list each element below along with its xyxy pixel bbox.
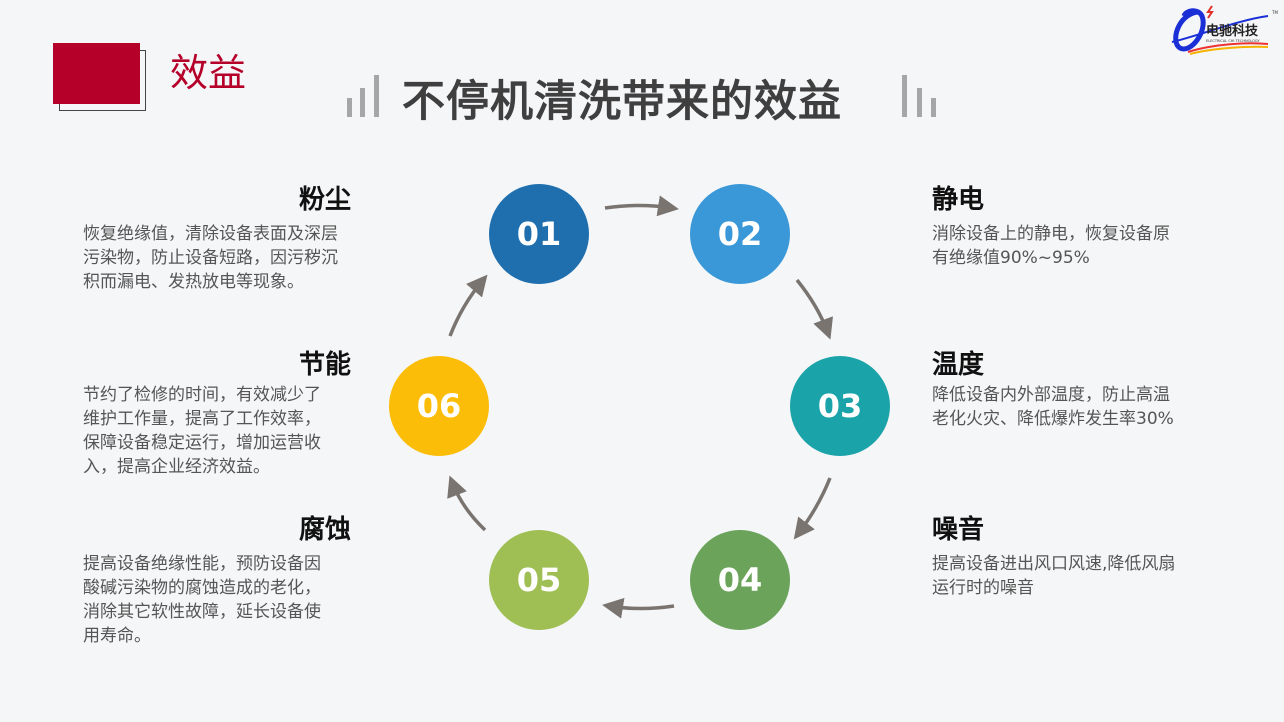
body-line: 运行时的噪音 — [932, 578, 1034, 598]
body-line: 降低设备内外部温度，防止高温 — [932, 385, 1170, 405]
body-line: 用寿命。 — [83, 626, 151, 646]
svg-text:电驰科技: 电驰科技 — [1206, 23, 1259, 39]
arrow-01-02 — [604, 195, 679, 217]
title-bar-decor — [374, 75, 379, 117]
title-bar-decor — [902, 75, 907, 117]
step-05-title: 腐蚀 — [298, 515, 351, 545]
step-03-title: 温度 — [932, 350, 985, 380]
step-02-circle: 02 — [690, 184, 790, 284]
section-label: 效益 — [170, 51, 247, 95]
body-line: 酸碱污染物的腐蚀造成的老化， — [83, 578, 321, 598]
arrow-05-06 — [447, 475, 487, 532]
arrow-03-04 — [793, 477, 832, 540]
step-01-title: 粉尘 — [298, 185, 351, 215]
step-01-body: 恢复绝缘值，清除设备表面及深层 污染物，防止设备短路，因污秽沉 积而漏电、发热放… — [83, 222, 363, 294]
step-04-body: 提高设备进出风口风速,降低风扇 运行时的噪音 — [932, 552, 1212, 600]
body-line: 消除设备上的静电，恢复设备原 — [932, 224, 1170, 244]
body-line: 污染物，防止设备短路，因污秽沉 — [83, 248, 338, 268]
body-line: 入，提高企业经济效益。 — [83, 457, 270, 477]
step-06-title: 节能 — [298, 350, 351, 380]
step-03-body: 降低设备内外部温度，防止高温 老化火灾、降低爆炸发生率30% — [932, 383, 1212, 431]
step-01-circle: 01 — [489, 184, 589, 284]
body-line: 节约了检修的时间，有效减少了 — [83, 385, 321, 405]
body-line: 恢复绝缘值，清除设备表面及深层 — [83, 224, 338, 244]
step-03-circle: 03 — [790, 356, 890, 456]
title-bar-decor — [917, 88, 922, 117]
body-line: 保障设备稳定运行，增加运营收 — [83, 433, 321, 453]
step-04-circle: 04 — [690, 530, 790, 630]
step-06-body: 节约了检修的时间，有效减少了 维护工作量，提高了工作效率， 保障设备稳定运行，增… — [83, 383, 363, 479]
body-line: 提高设备绝缘性能，预防设备因 — [83, 554, 321, 574]
arrow-04-05 — [602, 597, 675, 619]
title-bar-decor — [347, 98, 352, 117]
step-05-circle: 05 — [489, 530, 589, 630]
step-06-circle: 06 — [389, 356, 489, 456]
body-line: 有绝缘值90%~95% — [932, 248, 1090, 268]
page-title: 不停机清洗带来的效益 — [402, 77, 842, 127]
arrow-06-01 — [448, 274, 488, 337]
title-bar-decor — [360, 88, 365, 117]
body-line: 维护工作量，提高了工作效率， — [83, 409, 321, 429]
svg-text:ELECTRICAL CHI TECHNOLOGY: ELECTRICAL CHI TECHNOLOGY — [1206, 39, 1260, 43]
step-02-title: 静电 — [932, 185, 985, 215]
body-line: 积而漏电、发热放电等现象。 — [83, 272, 304, 292]
body-line: 老化火灾、降低爆炸发生率30% — [932, 409, 1174, 429]
step-05-body: 提高设备绝缘性能，预防设备因 酸碱污染物的腐蚀造成的老化， 消除其它软性故障，延… — [83, 552, 363, 648]
title-bar-decor — [931, 98, 936, 117]
step-04-title: 噪音 — [932, 515, 985, 545]
svg-text:TM: TM — [1271, 10, 1278, 15]
step-02-body: 消除设备上的静电，恢复设备原 有绝缘值90%~95% — [932, 222, 1212, 270]
arrow-02-03 — [795, 278, 833, 340]
body-line: 消除其它软性故障，延长设备使 — [83, 602, 321, 622]
header-decor-block — [53, 43, 140, 104]
body-line: 提高设备进出风口风速,降低风扇 — [932, 554, 1176, 574]
company-logo: 电驰科技 ELECTRICAL CHI TECHNOLOGY TM — [1168, 2, 1280, 58]
